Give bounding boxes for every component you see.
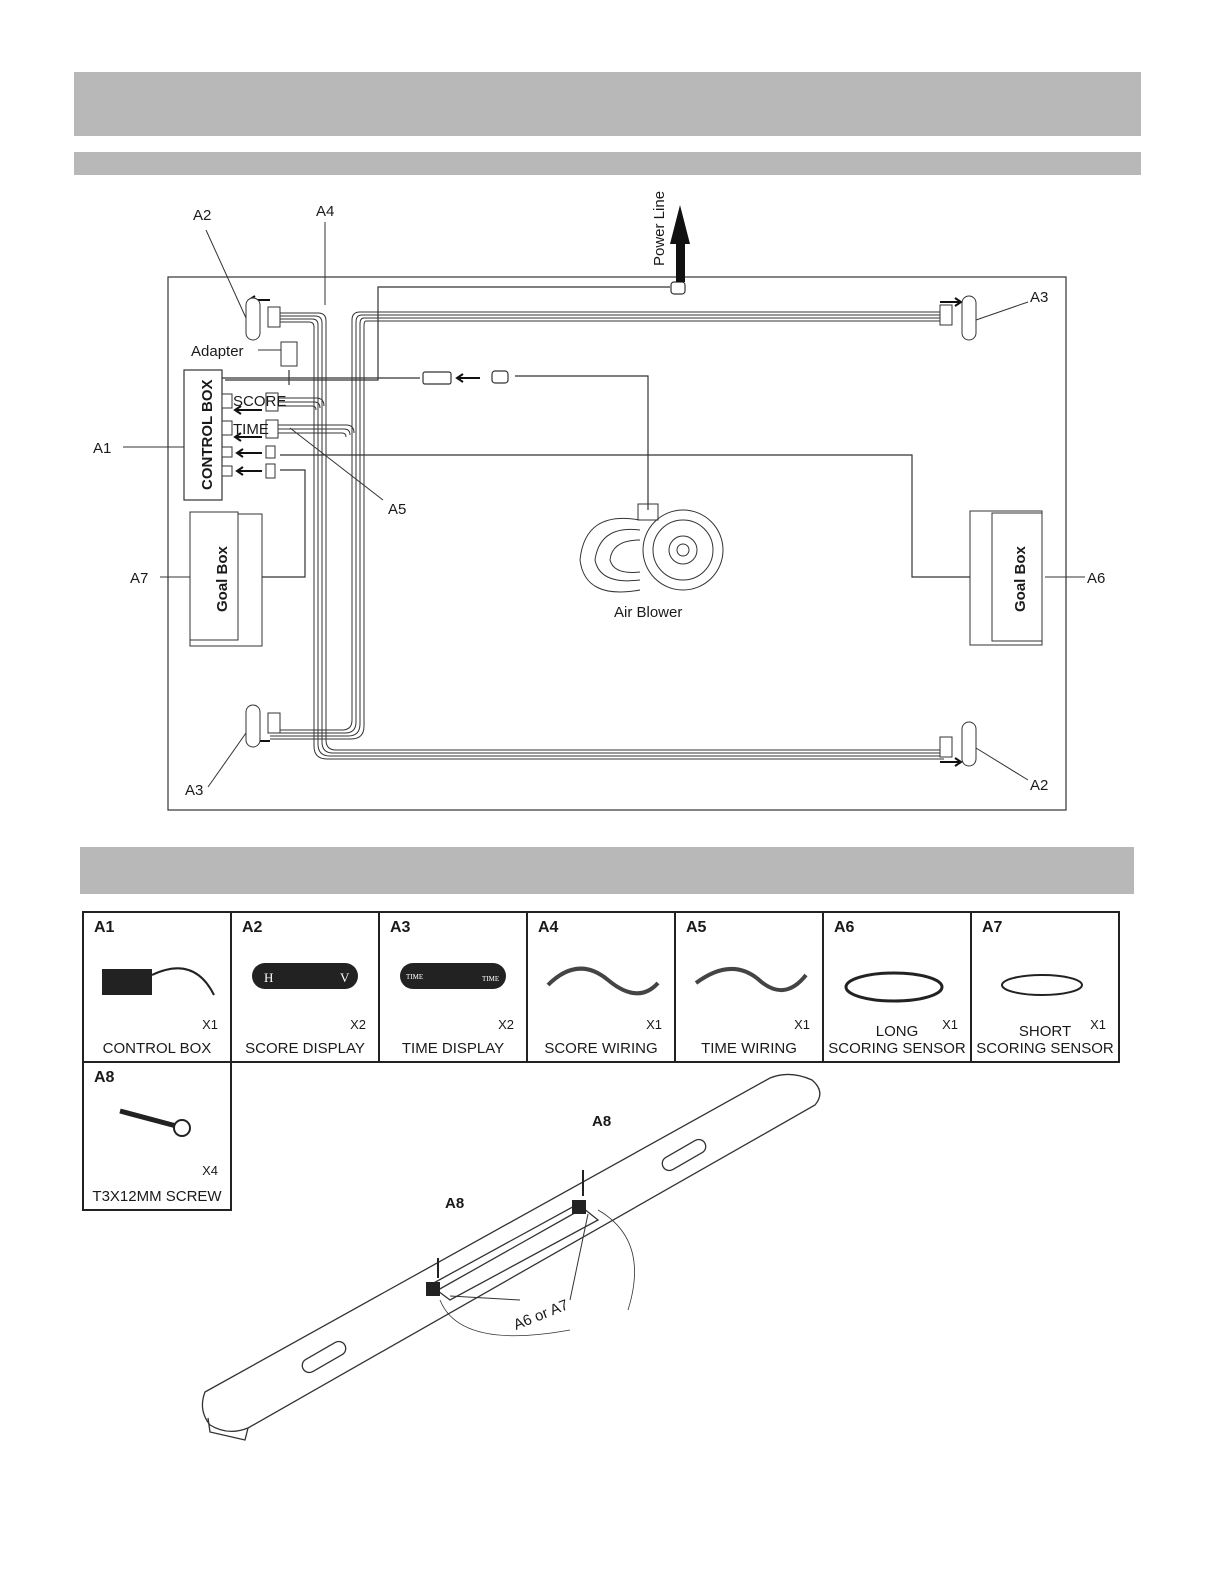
svg-text:Air Blower: Air Blower bbox=[614, 604, 682, 621]
time-display-icon: TIME TIME bbox=[400, 963, 506, 989]
part-a2: A2 H V X2 SCORE DISPLAY bbox=[230, 911, 380, 1063]
svg-text:A8: A8 bbox=[445, 1195, 464, 1212]
svg-text:Goal Box: Goal Box bbox=[214, 545, 231, 612]
up-arrow-icon bbox=[670, 205, 690, 244]
sensor-cable-icon bbox=[844, 971, 944, 1003]
sensor-cable-icon bbox=[1001, 974, 1083, 996]
svg-text:A2: A2 bbox=[1030, 777, 1048, 794]
table-outline bbox=[167, 276, 1067, 811]
svg-text:SCORE: SCORE bbox=[233, 393, 286, 410]
plug-icon bbox=[422, 281, 686, 385]
wiring-harness bbox=[270, 311, 944, 760]
svg-text:CONTROL BOX: CONTROL BOX bbox=[199, 379, 216, 490]
parts-table: A1 X1 CONTROL BOX A2 H V X2 SCORE DISPLA… bbox=[82, 911, 1120, 1063]
svg-text:A3: A3 bbox=[185, 782, 203, 799]
svg-text:A6: A6 bbox=[1087, 570, 1105, 587]
svg-text:TIME: TIME bbox=[482, 975, 499, 983]
screw-icon bbox=[119, 1108, 191, 1137]
air-blower-icon bbox=[579, 503, 724, 593]
svg-text:A6 or A7: A6 or A7 bbox=[511, 1296, 571, 1333]
screw-icon bbox=[437, 1170, 584, 1278]
part-a7: A7 X1 SHORT SCORING SENSOR bbox=[970, 911, 1120, 1063]
svg-text:Adapter: Adapter bbox=[191, 343, 244, 360]
header-band bbox=[74, 72, 1141, 136]
parts-header-band bbox=[80, 847, 1134, 894]
wiring-icon bbox=[694, 966, 808, 992]
goal-box-left bbox=[189, 511, 263, 647]
control-box bbox=[183, 369, 223, 501]
svg-text:TIME: TIME bbox=[233, 421, 269, 438]
score-display-icon bbox=[245, 295, 977, 767]
part-a8: A8 X4 T3X12MM SCREW bbox=[82, 1061, 232, 1211]
svg-text:A4: A4 bbox=[316, 203, 334, 220]
svg-text:V: V bbox=[340, 970, 350, 985]
part-a3: A3 TIME TIME X2 TIME DISPLAY bbox=[378, 911, 528, 1063]
svg-text:A1: A1 bbox=[93, 440, 111, 457]
part-a6: A6 X1 LONG SCORING SENSOR bbox=[822, 911, 972, 1063]
svg-text:A2: A2 bbox=[193, 207, 211, 224]
subheader-band bbox=[74, 152, 1141, 175]
svg-text:H: H bbox=[264, 970, 273, 985]
svg-text:A8: A8 bbox=[592, 1113, 611, 1130]
adapter bbox=[280, 341, 298, 367]
control-box-icon bbox=[102, 967, 215, 996]
svg-text:Goal Box: Goal Box bbox=[1012, 545, 1029, 612]
part-a1: A1 X1 CONTROL BOX bbox=[82, 911, 232, 1063]
score-display-icon: H V bbox=[252, 963, 358, 989]
power-line-label: Power Line bbox=[651, 191, 668, 266]
goal-bar-illustration bbox=[201, 1073, 821, 1441]
goal-box-right bbox=[969, 510, 1043, 646]
svg-text:A3: A3 bbox=[1030, 289, 1048, 306]
wiring-icon bbox=[546, 966, 660, 996]
part-a4: A4 X1 SCORE WIRING bbox=[526, 911, 676, 1063]
svg-text:A7: A7 bbox=[130, 570, 148, 587]
svg-text:A5: A5 bbox=[388, 501, 406, 518]
part-a5: A5 X1 TIME WIRING bbox=[674, 911, 824, 1063]
svg-text:TIME: TIME bbox=[406, 973, 423, 981]
